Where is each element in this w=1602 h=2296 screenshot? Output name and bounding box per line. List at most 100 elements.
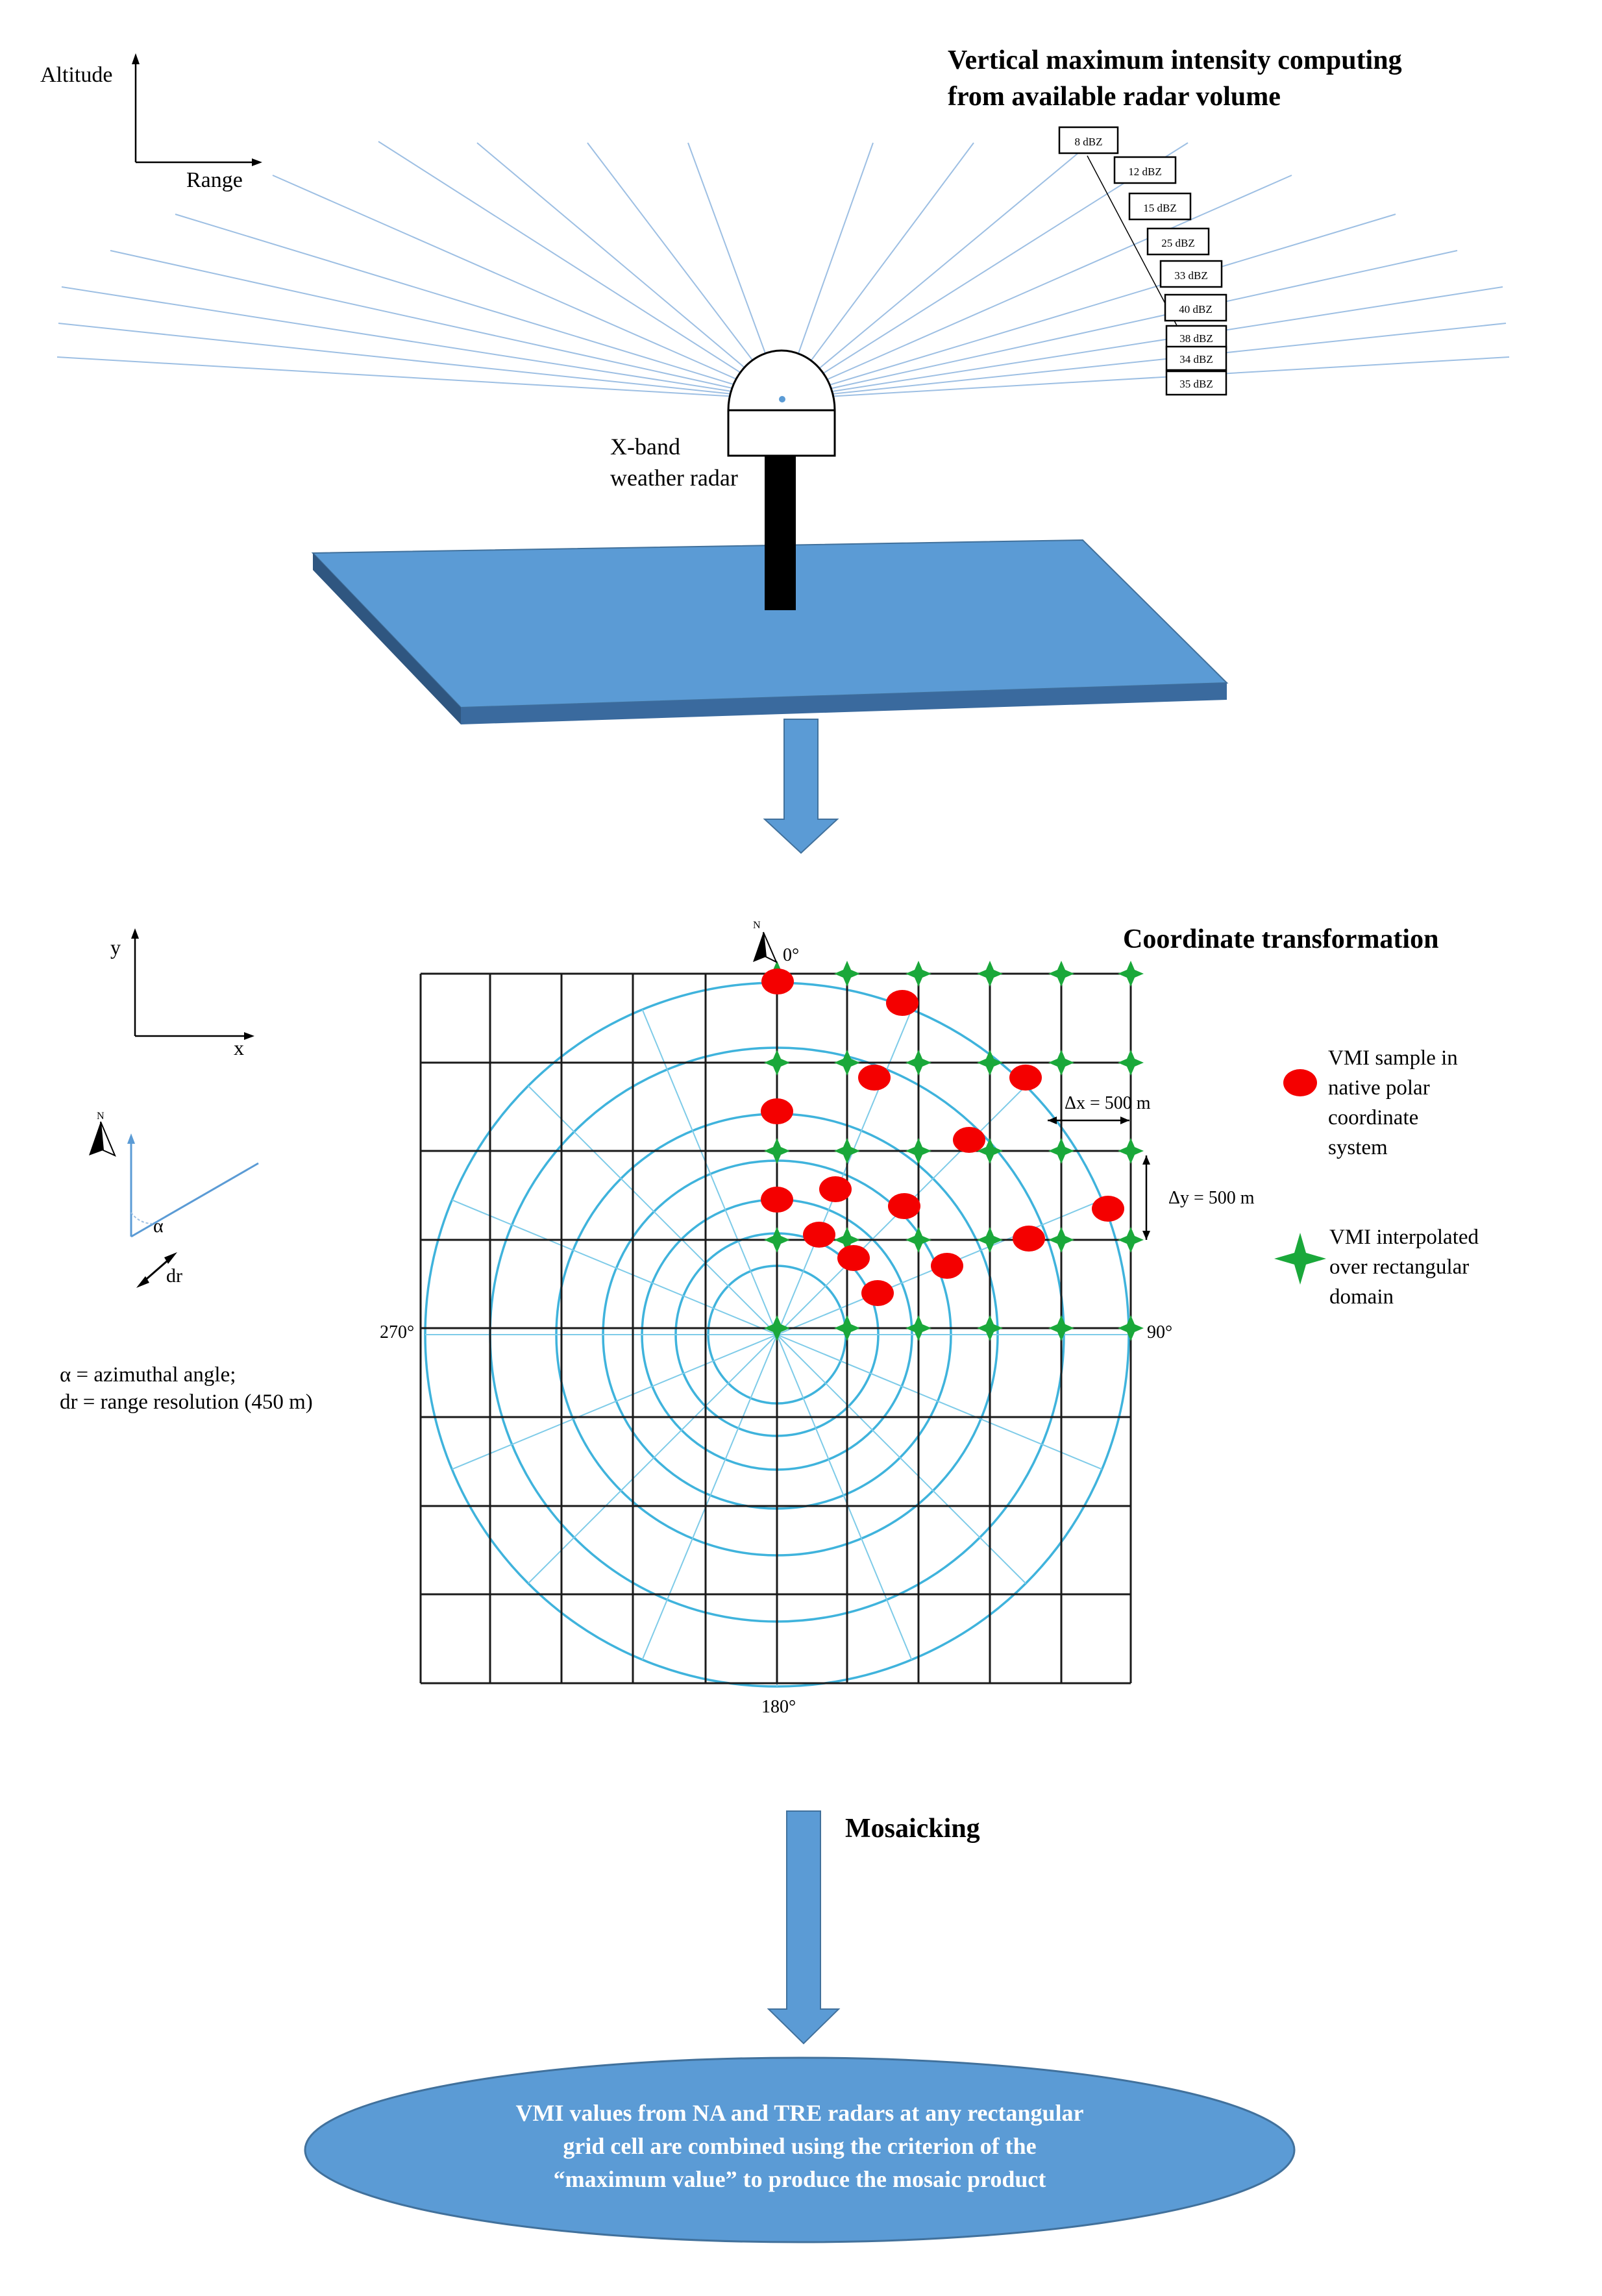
dbz-box-5: 33 dBZ [1174, 269, 1207, 282]
label-270-deg: 270° [380, 1322, 414, 1342]
result-line-2: grid cell are combined using the criteri… [563, 2133, 1036, 2159]
definition-alpha: α = azimuthal angle; [60, 1363, 236, 1387]
compass-labels: 0° 90° 180° 270° [380, 945, 1172, 1717]
interpolated-star-icon [1048, 1315, 1074, 1341]
mosaicking-title: Mosaicking [845, 1814, 980, 1844]
ground-platform [311, 539, 1229, 724]
legend-interp-star [1274, 1233, 1326, 1285]
dbz-box-2: 12 dBZ [1128, 166, 1161, 178]
legend-sample-dot [1283, 1069, 1317, 1096]
legend-sample-line-2: native polar [1328, 1076, 1430, 1100]
flow-arrow-2 [767, 1810, 841, 2045]
interpolated-star-icon [906, 1315, 931, 1341]
interpolated-star-icon [906, 961, 931, 987]
north-arrow-icon-grid [753, 932, 766, 962]
azimuth-spoke [451, 1334, 778, 1470]
alpha-label: α [153, 1215, 164, 1237]
vmi-sample-dot [1009, 1065, 1042, 1091]
legend-sample-line-4: system [1328, 1136, 1388, 1159]
interpolated-star-icon [1118, 961, 1144, 987]
vmi-sample-dot [858, 1065, 891, 1091]
interpolated-star-icon [977, 1227, 1003, 1253]
interpolated-star-icon [834, 1227, 860, 1253]
result-line-3: “maximum value” to produce the mosaic pr… [554, 2166, 1046, 2192]
interpolated-star-icon [906, 1050, 931, 1076]
interpolated-star-icon [977, 961, 1003, 987]
azimuth-spoke [641, 1334, 778, 1660]
interpolated-star-icon [764, 1138, 790, 1164]
grid-legend: VMI sample in native polar coordinate sy… [1274, 1046, 1479, 1309]
azimuth-spoke [776, 1334, 913, 1660]
radar-label: X-band weather radar [610, 434, 738, 491]
coordinate-transformation-title: Coordinate transformation [1123, 924, 1438, 954]
interpolated-star-icon [1048, 1050, 1074, 1076]
interpolated-star-icon [977, 1138, 1003, 1164]
vmi-sample-dot [803, 1222, 835, 1248]
interpolated-star-icon [1118, 1227, 1144, 1253]
interpolated-star-icon [834, 1315, 860, 1341]
x-axis-label: x [234, 1036, 244, 1059]
interpolated-star-icon [1048, 1138, 1074, 1164]
azimuth-spoke [528, 1334, 778, 1584]
vmi-sample-dot [931, 1253, 963, 1279]
interpolated-star-icon [977, 1050, 1003, 1076]
north-arrow-icon [89, 1122, 103, 1155]
dr-label: dr [166, 1265, 182, 1287]
radar-label-line-1: X-band [610, 434, 680, 460]
interpolated-star-icon [1048, 1227, 1074, 1253]
definition-dr: dr = range resolution (450 m) [60, 1390, 313, 1414]
vmi-sample-dot [1092, 1196, 1124, 1222]
result-line-1: VMI values from NA and TRE radars at any… [515, 2100, 1083, 2126]
vmi-sample-dot [761, 1098, 793, 1124]
middle-axes: y x [110, 928, 254, 1059]
label-180-deg: 180° [761, 1697, 796, 1717]
azimuth-spoke [776, 1334, 1103, 1470]
interpolated-star-icon [834, 1138, 860, 1164]
legend-interp-line-3: domain [1329, 1285, 1394, 1309]
spacing-annotations: Δx = 500 m Δy = 500 m [1048, 1093, 1255, 1240]
dy-label: Δy = 500 m [1168, 1188, 1255, 1208]
azimuth-spoke [528, 1085, 778, 1335]
azimuth-spoke [641, 1009, 778, 1335]
top-axes: Altitude Range [40, 53, 262, 192]
range-axis-label: Range [186, 168, 243, 192]
interpolated-star-icon [1048, 961, 1074, 987]
vmi-sample-dot [953, 1127, 985, 1153]
legend-sample-line-3: coordinate [1328, 1106, 1418, 1129]
vmi-samples [761, 969, 1124, 1306]
vmi-sample-dot [861, 1280, 894, 1306]
vmi-sample-dot [1013, 1226, 1045, 1252]
definitions: α = azimuthal angle; dr = range resoluti… [60, 1363, 313, 1414]
top-title-line-2: from available radar volume [948, 82, 1281, 112]
north-symbol-grid: N [753, 920, 761, 931]
azimuth-spoke [451, 1199, 778, 1335]
dx-label: Δx = 500 m [1065, 1093, 1151, 1113]
interpolated-star-icon [764, 1050, 790, 1076]
dbz-box-1: 8 dBZ [1075, 136, 1103, 148]
altitude-axis-label: Altitude [40, 63, 112, 87]
vmi-sample-dot [888, 1193, 920, 1219]
reflectivity-boxes: 8 dBZ 12 dBZ 15 dBZ 25 dBZ 33 dBZ 40 dBZ… [1058, 126, 1227, 396]
interpolated-star-icon [906, 1227, 931, 1253]
azimuth-spoke [776, 1334, 1026, 1584]
top-title-line-1: Vertical maximum intensity computing [948, 45, 1402, 75]
grid-north-marker: N [753, 920, 778, 964]
vmi-sample-dot [761, 1187, 793, 1213]
dbz-box-4: 25 dBZ [1161, 237, 1194, 249]
label-0-deg: 0° [783, 945, 799, 965]
dbz-box-3: 15 dBZ [1143, 202, 1176, 214]
top-title: Vertical maximum intensity computing fro… [948, 45, 1402, 112]
dbz-box-6: 40 dBZ [1179, 303, 1212, 315]
interpolated-star-icon [1118, 1315, 1144, 1341]
vmi-sample-dot [837, 1245, 870, 1271]
interpolated-star-icon [834, 1050, 860, 1076]
vmi-sample-dot [761, 969, 794, 994]
interpolated-star-icon [834, 961, 860, 987]
flow-arrow-1 [763, 719, 839, 854]
y-axis-label: y [110, 935, 121, 959]
dbz-box-9: 35 dBZ [1179, 378, 1213, 390]
label-90-deg: 90° [1147, 1322, 1172, 1342]
radar-tower [727, 349, 836, 610]
dbz-box-8: 34 dBZ [1179, 353, 1213, 365]
